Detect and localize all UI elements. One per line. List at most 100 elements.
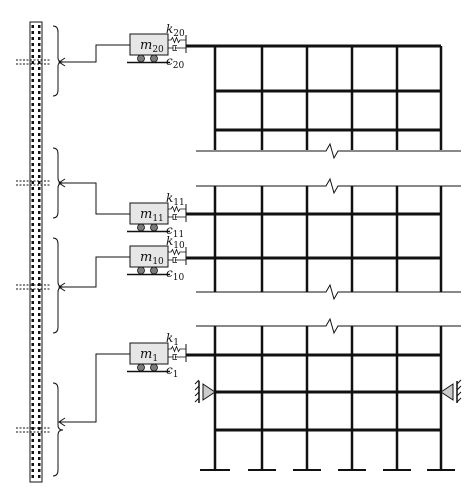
perforation xyxy=(31,97,34,100)
perforation xyxy=(38,85,41,88)
perforation xyxy=(38,361,41,364)
perforation xyxy=(31,199,34,202)
arrow-line xyxy=(60,182,130,215)
perforation xyxy=(31,463,34,466)
perforation xyxy=(31,223,34,226)
break-line xyxy=(196,142,461,160)
perforation xyxy=(38,457,41,460)
perforation xyxy=(38,133,41,136)
perforation xyxy=(31,361,34,364)
perforation xyxy=(38,61,41,64)
perforation xyxy=(31,103,34,106)
perforation xyxy=(38,205,41,208)
perforation xyxy=(38,91,41,94)
perforation xyxy=(31,331,34,334)
perforation xyxy=(31,403,34,406)
perforation xyxy=(38,211,41,214)
perforation xyxy=(31,193,34,196)
perforation xyxy=(38,121,41,124)
columns xyxy=(213,186,443,292)
perforation xyxy=(31,91,34,94)
wheel-icon xyxy=(137,266,145,275)
perforation xyxy=(31,421,34,424)
perforation xyxy=(31,343,34,346)
perforation xyxy=(31,367,34,370)
perforation xyxy=(31,61,34,64)
perforation xyxy=(31,187,34,190)
perforation xyxy=(38,127,41,130)
perforation xyxy=(31,469,34,472)
perforation xyxy=(38,277,41,280)
perforation xyxy=(31,301,34,304)
perforation xyxy=(38,271,41,274)
arrow-line xyxy=(60,353,130,423)
perforation xyxy=(38,427,41,430)
perforation xyxy=(38,253,41,256)
perforation xyxy=(31,25,34,28)
perforation xyxy=(38,55,41,58)
left-pin-support xyxy=(194,379,216,403)
perforation xyxy=(38,415,41,418)
wheel-icon xyxy=(137,223,145,232)
perforation xyxy=(38,67,41,70)
perforation xyxy=(38,439,41,442)
perforation xyxy=(38,49,41,52)
arrow-line xyxy=(60,256,130,288)
perforation xyxy=(38,109,41,112)
wheel-icon xyxy=(150,363,158,372)
perforation xyxy=(38,241,41,244)
perforation xyxy=(38,373,41,376)
arrow-head xyxy=(58,178,66,188)
perforation xyxy=(31,457,34,460)
perforation xyxy=(31,133,34,136)
perforation xyxy=(38,397,41,400)
perforation xyxy=(38,235,41,238)
perforation xyxy=(31,325,34,328)
mass-box xyxy=(129,342,169,365)
perforation xyxy=(38,163,41,166)
spring-label: k11 xyxy=(166,191,185,208)
perforation xyxy=(38,313,41,316)
perforation xyxy=(31,241,34,244)
perforation xyxy=(31,379,34,382)
perforation xyxy=(31,295,34,298)
perforation xyxy=(38,355,41,358)
perforation xyxy=(31,211,34,214)
curly-brace xyxy=(52,25,64,97)
columns xyxy=(213,326,443,470)
spring-label: k20 xyxy=(166,22,185,39)
wheel-icon xyxy=(150,54,158,63)
wheel-icon xyxy=(150,266,158,275)
perforation xyxy=(31,229,34,232)
arrow-head xyxy=(58,57,66,67)
damper-icon xyxy=(168,354,186,360)
damper-icon xyxy=(168,45,186,51)
perforation xyxy=(31,307,34,310)
perforation xyxy=(38,175,41,178)
spring-icon xyxy=(168,248,186,256)
perforation xyxy=(38,295,41,298)
damper-label: c1 xyxy=(166,363,178,380)
wheel-icon xyxy=(137,363,145,372)
spring-icon xyxy=(168,36,186,44)
perforation xyxy=(38,25,41,28)
perforation xyxy=(31,157,34,160)
perforation xyxy=(31,181,34,184)
wheel-icon xyxy=(150,223,158,232)
perforation xyxy=(38,223,41,226)
perforation xyxy=(38,331,41,334)
perforation xyxy=(31,151,34,154)
perforation xyxy=(38,229,41,232)
perforation xyxy=(38,139,41,142)
perforation xyxy=(38,181,41,184)
perforation xyxy=(38,433,41,436)
perforation xyxy=(31,175,34,178)
perforation xyxy=(38,115,41,118)
perforation xyxy=(38,151,41,154)
perforation xyxy=(31,451,34,454)
mass-box xyxy=(129,245,169,268)
perforation xyxy=(31,397,34,400)
strip-tap-mark xyxy=(16,180,50,186)
